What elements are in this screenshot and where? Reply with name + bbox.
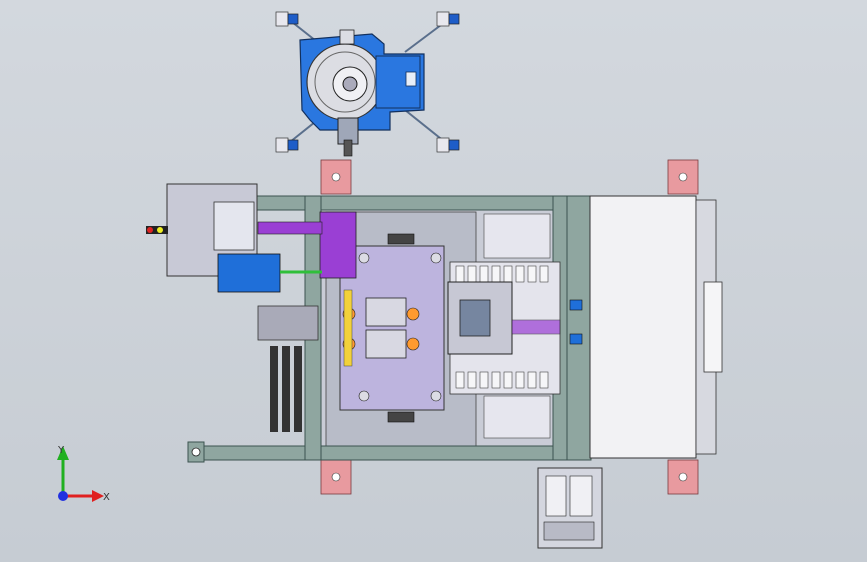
blue-block-left[interactable]	[217, 253, 281, 293]
sensor-block	[257, 305, 319, 341]
feed-window	[213, 201, 255, 251]
cover-module[interactable]	[569, 195, 723, 459]
frame-bolt	[191, 447, 201, 457]
rotary-dial-ring	[314, 51, 376, 113]
top-clamp	[339, 29, 355, 45]
status-light-red	[147, 227, 153, 233]
cover-connectors	[569, 299, 583, 345]
caster-pod	[436, 11, 460, 27]
triad-z-axis	[58, 491, 68, 501]
top-bracket	[387, 233, 415, 245]
main-cover[interactable]	[589, 195, 697, 459]
caster-pod	[436, 137, 460, 153]
triad-y-label: Y	[57, 445, 65, 456]
main-frame[interactable]	[187, 159, 699, 495]
mounting-feet	[320, 159, 699, 495]
caster-pod	[275, 11, 299, 27]
triad-x-arrow	[92, 490, 104, 502]
cable-bundle	[270, 346, 302, 432]
carriage-plate[interactable]	[339, 245, 445, 411]
triad-x-label: X	[103, 492, 110, 503]
control-base	[543, 521, 595, 541]
bottom-bracket	[387, 411, 415, 423]
slide-rail	[511, 319, 561, 335]
flange-hole	[405, 71, 417, 87]
control-switch-left[interactable]	[545, 475, 567, 517]
slide-block-window	[459, 299, 491, 337]
feed-module[interactable]	[146, 183, 322, 432]
rotary-module[interactable]	[275, 11, 460, 157]
motor-shaft	[343, 139, 353, 157]
caster-pods	[275, 11, 460, 153]
rotary-nut	[342, 76, 358, 92]
cylinder-rod	[257, 221, 323, 235]
control-box[interactable]	[537, 467, 603, 549]
guide-rails	[483, 213, 551, 439]
purple-cylinder[interactable]	[319, 211, 357, 279]
status-light-yellow	[157, 227, 163, 233]
foot-top-left	[320, 159, 352, 195]
caster-pod	[275, 137, 299, 153]
foot-bottom-left	[320, 459, 352, 495]
foot-top-right	[667, 159, 699, 195]
coordinate-triad: Y X	[57, 445, 110, 503]
tooling-pads[interactable]	[342, 289, 420, 367]
triad-y-arrow	[57, 446, 69, 460]
foot-bottom-right	[667, 459, 699, 495]
carriage-bolts	[358, 252, 442, 402]
cover-handle[interactable]	[703, 281, 723, 373]
chain-links	[455, 265, 549, 389]
control-switch-right[interactable]	[569, 475, 593, 517]
